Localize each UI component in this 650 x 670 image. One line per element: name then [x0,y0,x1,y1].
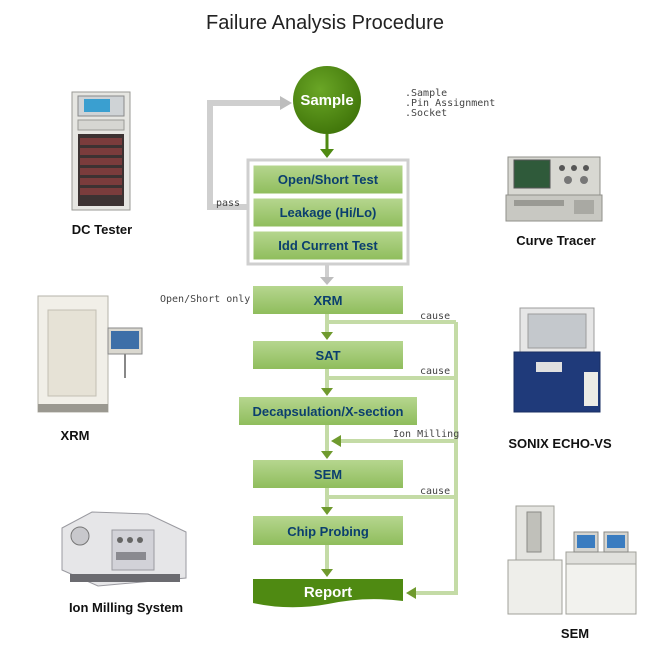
sample-arrowhead [320,149,334,158]
test-leakage[interactable] [252,197,404,228]
sample-note-3: .Socket [405,108,447,119]
open-short-only-note: Open/Short only [160,294,250,305]
step-chip-probing[interactable] [253,516,403,545]
test-open-short[interactable] [252,164,404,195]
step-decapsulation-label: Decapsulation/X-section [253,404,404,419]
ion-milling-label: Ion Milling [393,429,459,440]
step-xrm-label: XRM [314,293,343,308]
sem-image [507,505,637,615]
pass-label: pass [216,198,240,209]
report-node[interactable] [253,579,403,608]
xrm-image [37,295,143,413]
curve-tracer-image [505,156,603,222]
pass-loop-arrowhead [280,96,292,110]
step-chip-probing-label: Chip Probing [287,524,369,539]
xrm-label: XRM [60,428,90,443]
arrowhead-sat [321,332,333,340]
arrowhead-report [321,569,333,577]
sample-node[interactable] [293,66,361,134]
dc-tester-label: DC Tester [71,222,133,237]
cause-label-3: cause [420,486,450,497]
step-xrm[interactable] [253,286,403,314]
page-title: Failure Analysis Procedure [206,12,444,34]
pass-loop-connector [207,100,280,210]
sonix-image [513,307,601,413]
arrowhead-decap [321,388,333,396]
sample-label: Sample [300,92,353,109]
cause-bus-arrowhead [406,587,416,599]
step-sat-label: SAT [315,348,340,363]
arrowhead-sem [321,451,333,459]
ion-milling-image [61,511,187,587]
sem-label: SEM [560,626,590,641]
test-idd-label: Idd Current Test [278,238,378,253]
test-idd[interactable] [252,230,404,261]
curve-tracer-label: Curve Tracer [516,233,596,248]
report-label: Report [304,584,352,601]
sonix-label: SONIX ECHO-VS [508,436,612,451]
cause-label-1: cause [420,311,450,322]
sample-note-1: .Sample [405,88,447,99]
cause-bus [415,322,458,595]
test-leakage-label: Leakage (Hi/Lo) [280,205,377,220]
arrowhead-probing [321,507,333,515]
ion-milling-arrowhead [331,435,341,447]
ion-milling-system-label: Ion Milling System [68,600,184,615]
step-sem[interactable] [253,460,403,488]
sample-note-2: .Pin Assignment [405,98,495,109]
tests-arrowhead [320,277,334,285]
step-sem-label: SEM [314,467,342,482]
step-decapsulation[interactable] [239,397,417,425]
dc-tester-image [71,91,131,211]
test-open-short-label: Open/Short Test [278,172,379,187]
cause-label-2: cause [420,366,450,377]
step-sat[interactable] [253,341,403,369]
